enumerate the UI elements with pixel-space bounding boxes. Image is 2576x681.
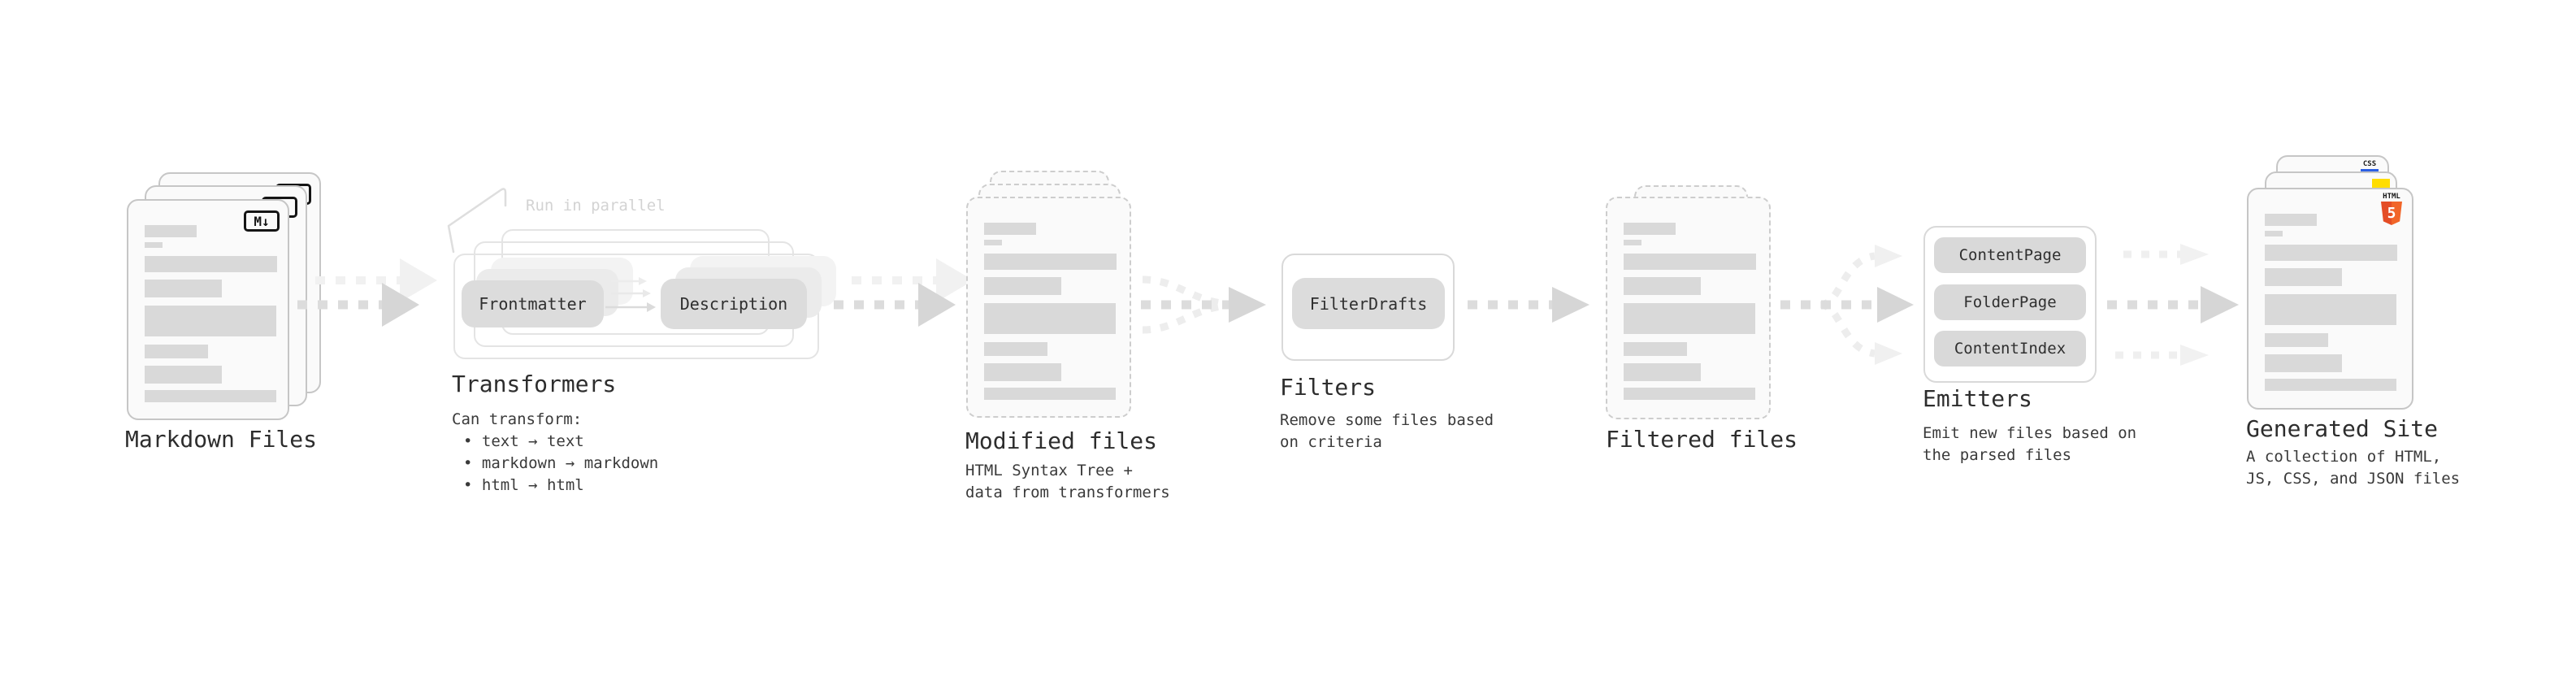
arrow-filtered-to-emitters xyxy=(1780,245,1914,365)
markdown-icon: M↓ xyxy=(244,210,280,232)
html5-icon: HTML 5 xyxy=(2381,193,2402,225)
doc-line xyxy=(1624,388,1755,400)
filters-desc-line: on criteria xyxy=(1280,433,1382,451)
doc-placeholder-lines xyxy=(2265,189,2412,408)
html5-icon-shield: 5 xyxy=(2381,202,2402,225)
arrow-emitters-to-site xyxy=(2107,244,2239,366)
doc-line xyxy=(145,345,208,358)
run-in-parallel-leader-line xyxy=(447,188,507,254)
transformers-desc-line: • text → text xyxy=(463,432,584,450)
doc-line xyxy=(145,366,222,384)
transformers-desc-line: • html → html xyxy=(463,476,584,494)
modified-desc-line: HTML Syntax Tree + xyxy=(965,462,1133,479)
doc-placeholder-lines xyxy=(1624,198,1769,418)
doc-line xyxy=(1624,303,1755,334)
doc-placeholder-lines xyxy=(145,201,288,419)
filters-desc-line: Remove some files based xyxy=(1280,411,1494,429)
doc-line xyxy=(1624,363,1701,381)
filtered-file-page-front xyxy=(1606,197,1771,419)
modified-files-description: HTML Syntax Tree + data from transformer… xyxy=(965,460,1170,504)
site-page-front: HTML 5 xyxy=(2247,188,2413,410)
filters-description: Remove some files based on criteria xyxy=(1280,410,1494,453)
emitters-label: Emitters xyxy=(1923,385,2032,412)
site-desc-line: A collection of HTML, xyxy=(2246,448,2442,466)
doc-placeholder-lines xyxy=(984,198,1130,416)
doc-line xyxy=(145,256,277,272)
arrow-filters-to-filtered xyxy=(1468,287,1589,323)
doc-line xyxy=(984,277,1061,295)
contentpage-pill: ContentPage xyxy=(1934,237,2086,273)
css-icon-bar xyxy=(2361,169,2379,171)
run-in-parallel-note: Run in parallel xyxy=(526,197,666,215)
doc-line xyxy=(1624,223,1676,235)
arrow-modified-to-filters xyxy=(1141,275,1266,334)
doc-line xyxy=(2265,268,2342,286)
doc-line xyxy=(145,306,276,336)
doc-line xyxy=(2265,214,2317,226)
transformers-desc-line: • markdown → markdown xyxy=(463,454,659,472)
filtered-files-label: Filtered files xyxy=(1606,426,1798,453)
contentindex-pill: ContentIndex xyxy=(1934,331,2086,367)
modified-desc-line: data from transformers xyxy=(965,484,1170,501)
doc-line xyxy=(984,303,1116,334)
css-icon-text: CSS xyxy=(2362,160,2377,168)
markdown-file-page-front: M↓ xyxy=(127,199,289,420)
doc-line xyxy=(984,240,1002,245)
doc-line xyxy=(2265,333,2328,347)
frontmatter-pill: Frontmatter xyxy=(462,280,604,327)
js-icon xyxy=(2372,179,2390,188)
description-pill: Description xyxy=(661,279,807,329)
filters-label: Filters xyxy=(1280,374,1377,401)
doc-line xyxy=(1624,240,1641,245)
doc-line xyxy=(145,280,222,297)
doc-line xyxy=(1624,342,1687,356)
doc-line xyxy=(2265,354,2342,372)
doc-line xyxy=(145,390,276,402)
doc-line xyxy=(2265,245,2397,261)
doc-line xyxy=(2265,294,2396,325)
doc-line xyxy=(984,342,1047,356)
generated-site-label: Generated Site xyxy=(2246,415,2439,442)
css-icon: CSS xyxy=(2358,161,2381,171)
site-desc-line: JS, CSS, and JSON files xyxy=(2246,470,2461,488)
arrow-markdown-to-transformers xyxy=(297,258,437,327)
folderpage-pill: FolderPage xyxy=(1934,284,2086,320)
modified-file-page-front xyxy=(966,197,1131,418)
transformers-desc-line: Can transform: xyxy=(452,410,583,428)
generated-site-description: A collection of HTML, JS, CSS, and JSON … xyxy=(2246,446,2460,490)
doc-line xyxy=(1624,277,1701,295)
arrow-transformers-to-modified xyxy=(834,258,974,327)
filterdrafts-pill: FilterDrafts xyxy=(1292,278,1445,329)
doc-line xyxy=(984,388,1116,400)
transformers-description: Can transform: • text → text • markdown … xyxy=(452,409,658,497)
doc-line xyxy=(145,242,163,248)
modified-files-label: Modified files xyxy=(965,427,1158,454)
pill-flow-arrows xyxy=(605,277,656,312)
doc-line xyxy=(145,225,197,237)
emitters-desc-line: the parsed files xyxy=(1923,446,2072,464)
doc-line xyxy=(2265,231,2283,236)
doc-line xyxy=(2265,379,2396,391)
doc-line xyxy=(984,363,1061,381)
doc-line xyxy=(1624,254,1756,270)
transformers-label: Transformers xyxy=(452,371,617,397)
html5-icon-word: HTML xyxy=(2383,193,2400,201)
emitters-description: Emit new files based on the parsed files xyxy=(1923,423,2136,466)
markdown-files-label: Markdown Files xyxy=(125,426,318,453)
emitters-desc-line: Emit new files based on xyxy=(1923,424,2137,442)
doc-line xyxy=(984,254,1117,270)
doc-line xyxy=(984,223,1036,235)
